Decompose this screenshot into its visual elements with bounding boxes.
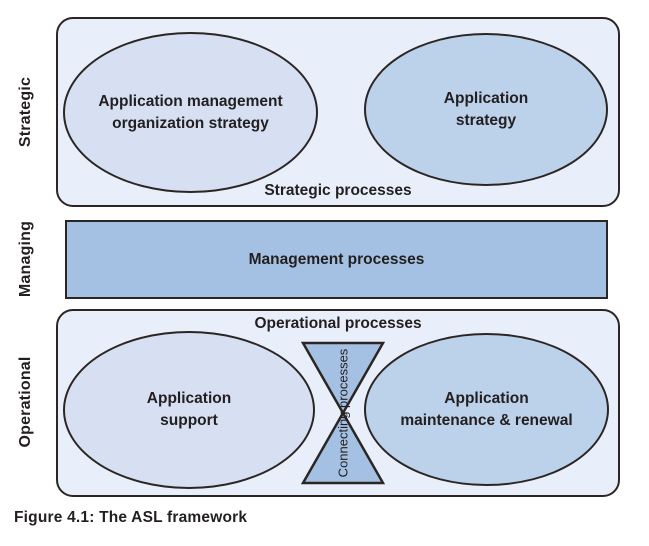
management-processes-box: Management processes (65, 220, 608, 299)
figure-caption: Figure 4.1: The ASL framework (14, 509, 248, 526)
connecting-processes-label: Connecting processes (335, 348, 351, 478)
management-processes-label: Management processes (248, 250, 425, 268)
ellipse-label: Application maintenance & renewal (400, 388, 572, 431)
ellipse-label-line: Application (444, 389, 529, 407)
ellipse-label-line: support (160, 412, 218, 429)
ellipse-label: Application management organization stra… (98, 91, 282, 134)
strategic-processes-container: Application management organization stra… (56, 17, 620, 207)
ellipse-label: Application strategy (444, 88, 528, 131)
ellipse-application-maintenance-renewal: Application maintenance & renewal (364, 333, 609, 486)
band-label-strategic: Strategic (17, 76, 34, 148)
connecting-processes-hourglass-icon (301, 341, 385, 485)
ellipse-application-strategy: Application strategy (364, 33, 608, 186)
operational-processes-label: Operational processes (254, 315, 422, 332)
ellipse-label-line: Application management (98, 92, 283, 110)
band-label-operational: Operational (17, 356, 34, 448)
ellipse-application-support: Application support (63, 331, 315, 489)
ellipse-application-management-organization-strategy: Application management organization stra… (63, 32, 318, 193)
ellipse-label-line: strategy (455, 111, 517, 129)
band-label-managing: Managing (17, 220, 34, 298)
operational-processes-container: Operational processes Application suppor… (56, 309, 620, 497)
ellipse-label-line: Application (146, 390, 232, 408)
ellipse-label-line: maintenance & renewal (400, 411, 573, 429)
strategic-processes-label: Strategic processes (264, 182, 412, 199)
ellipse-label-line: organization strategy (112, 114, 269, 132)
ellipse-label-line: Application (443, 89, 529, 107)
ellipse-label: Application support (147, 388, 231, 431)
